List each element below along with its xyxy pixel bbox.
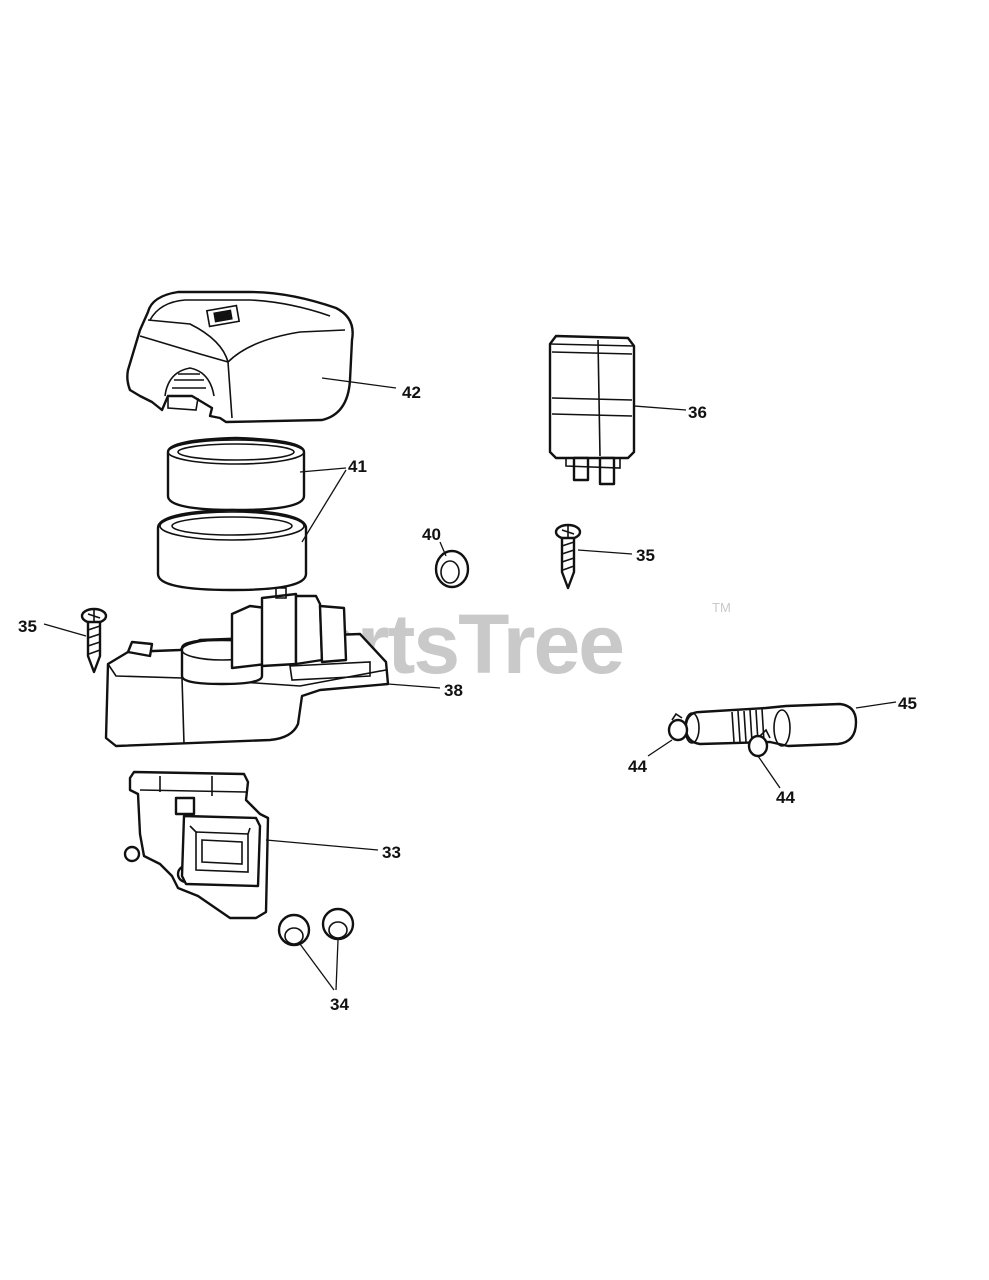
callout-35-left: 35 — [18, 617, 37, 636]
callout-44-right: 44 — [776, 788, 795, 807]
part-34-nut-left[interactable] — [277, 913, 311, 947]
part-33-adapter[interactable] — [123, 770, 270, 920]
leader-lines — [43, 377, 897, 991]
callout-34: 34 — [330, 995, 349, 1014]
part-45-hose[interactable] — [684, 702, 858, 748]
callout-36: 36 — [688, 403, 707, 422]
part-35-screw-left[interactable] — [80, 607, 108, 674]
part-34-nut-right[interactable] — [321, 907, 355, 941]
part-42-air-filter-cover[interactable] — [126, 290, 354, 424]
part-40-grommet[interactable] — [434, 549, 470, 589]
part-38-filter-base[interactable] — [104, 587, 390, 748]
callout-40: 40 — [422, 525, 441, 544]
watermark-trademark: TM — [712, 600, 731, 615]
part-41-filter-upper[interactable] — [166, 436, 306, 512]
callout-45: 45 — [898, 694, 917, 713]
callout-42: 42 — [402, 383, 421, 402]
part-36-relay[interactable] — [548, 334, 636, 486]
part-41-filter-lower[interactable] — [156, 508, 308, 592]
callout-38: 38 — [444, 681, 463, 700]
part-35-screw-right[interactable] — [554, 523, 582, 590]
callout-35-right: 35 — [636, 546, 655, 565]
callout-44-left: 44 — [628, 757, 647, 776]
part-44-clamp-left[interactable] — [667, 712, 689, 742]
callout-33: 33 — [382, 843, 401, 862]
callout-41: 41 — [348, 457, 367, 476]
